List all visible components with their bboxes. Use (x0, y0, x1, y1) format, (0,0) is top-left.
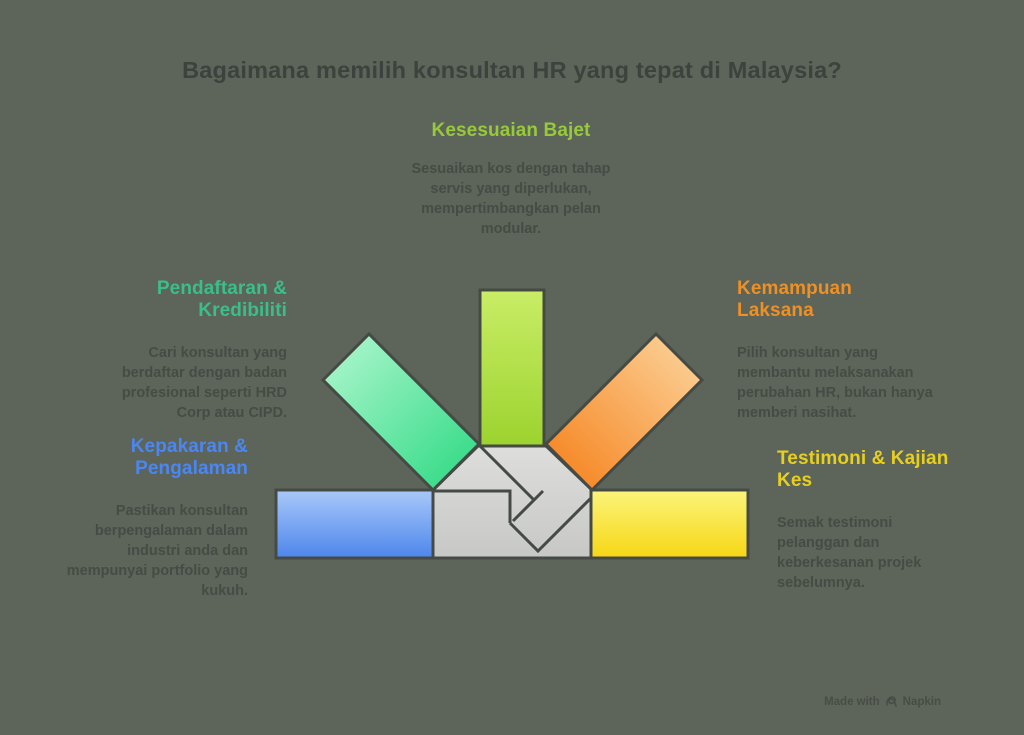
napkin-watermark: Made with Napkin (824, 695, 941, 708)
arrow-bar-budget-lime (478, 288, 546, 448)
arrow-bar-testimonials-yellow (589, 488, 750, 560)
napkin-logo-icon (885, 696, 897, 707)
section-budget: Kesesuaian Bajet Sesuaikan kos dengan ta… (406, 120, 616, 239)
section-credibility-heading: Pendaftaran & Kredibiliti (156, 278, 287, 321)
section-credibility-body: Cari konsultan yang berdaftar dengan bad… (121, 345, 287, 421)
center-fold-line-chevron (508, 495, 594, 554)
section-execution: Kemampuan Laksana Pilih konsultan yang m… (737, 278, 937, 423)
section-testimonials-body: Semak testimoni pelanggan dan keberkesan… (777, 515, 922, 591)
section-expertise-heading: Kepakaran & Pengalaman (130, 436, 248, 479)
watermark-brand: Napkin (902, 695, 941, 708)
section-expertise-body: Pastikan konsultan berpengalaman dalam i… (66, 503, 248, 599)
section-execution-body: Pilih konsultan yang membantu melaksanak… (737, 345, 933, 421)
section-execution-heading: Kemampuan Laksana (737, 278, 852, 321)
center-fold-line-diagonal (478, 444, 536, 502)
section-budget-heading: Kesesuaian Bajet (431, 120, 591, 141)
section-budget-body: Sesuaikan kos dengan tahap servis yang d… (411, 161, 611, 237)
page-title: Bagaimana memilih konsultan HR yang tepa… (182, 57, 842, 83)
center-fold-line-left (434, 489, 512, 523)
arrow-bar-execution-orange (543, 331, 705, 493)
section-testimonials-heading: Testimoni & Kajian Kes (777, 448, 949, 491)
watermark-text: Made with (824, 695, 880, 708)
section-expertise: Kepakaran & Pengalaman Pastikan konsulta… (48, 436, 248, 601)
arrow-bar-credibility-green (320, 331, 482, 493)
arrow-bar-expertise-blue (274, 488, 435, 560)
section-credibility: Pendaftaran & Kredibiliti Cari konsultan… (97, 278, 287, 423)
section-testimonials: Testimoni & Kajian Kes Semak testimoni p… (777, 448, 967, 593)
center-fold-line-notch (511, 489, 545, 523)
